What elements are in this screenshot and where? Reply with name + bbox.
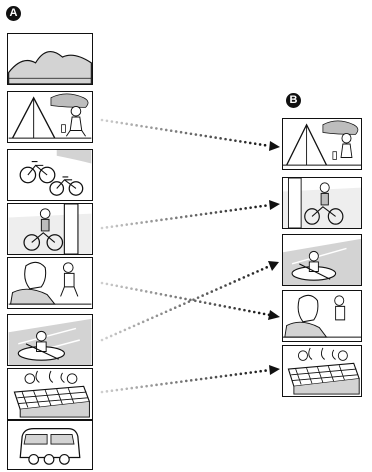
- left-thumb-barbecue-grill[interactable]: [7, 368, 93, 420]
- tent-camping-illustration: [283, 119, 361, 169]
- arrow-bicycle: [102, 200, 280, 228]
- barbecue-illustration: [8, 369, 92, 419]
- right-thumb-kids-on-rocks[interactable]: [282, 290, 362, 342]
- bicycles-illustration: [8, 150, 92, 200]
- kids-on-rocks-illustration: [283, 291, 361, 341]
- right-thumb-boy-in-canoe[interactable]: [282, 234, 362, 286]
- arrow-canoe: [102, 261, 279, 340]
- arrow-barbecue: [102, 365, 280, 392]
- left-thumb-tent-camping[interactable]: [7, 91, 93, 143]
- boy-on-bicycle-illustration: [283, 178, 361, 228]
- right-thumb-boy-on-bicycle[interactable]: [282, 177, 362, 229]
- canoe-illustration: [283, 235, 361, 285]
- left-thumb-kids-on-rocks[interactable]: [7, 257, 93, 309]
- arrow-rocks: [102, 283, 280, 320]
- right-thumb-barbecue-grill[interactable]: [282, 345, 362, 397]
- label-a-badge: A: [6, 6, 21, 21]
- barbecue-illustration: [283, 346, 361, 396]
- mountains-illustration: [8, 34, 92, 84]
- label-b-badge: B: [286, 93, 301, 108]
- boy-on-bicycle-illustration: [8, 204, 92, 254]
- canoe-illustration: [8, 315, 92, 365]
- camper-van-illustration: [8, 421, 92, 469]
- arrow-tent: [102, 120, 280, 151]
- right-thumb-tent-camping[interactable]: [282, 118, 362, 170]
- kids-on-rocks-illustration: [8, 258, 92, 308]
- left-thumb-boy-on-bicycle[interactable]: [7, 203, 93, 255]
- tent-camping-illustration: [8, 92, 92, 142]
- left-thumb-camper-van[interactable]: [7, 420, 93, 470]
- left-thumb-boy-in-canoe[interactable]: [7, 314, 93, 366]
- left-thumb-mountains[interactable]: [7, 33, 93, 85]
- left-thumb-two-bicycles[interactable]: [7, 149, 93, 201]
